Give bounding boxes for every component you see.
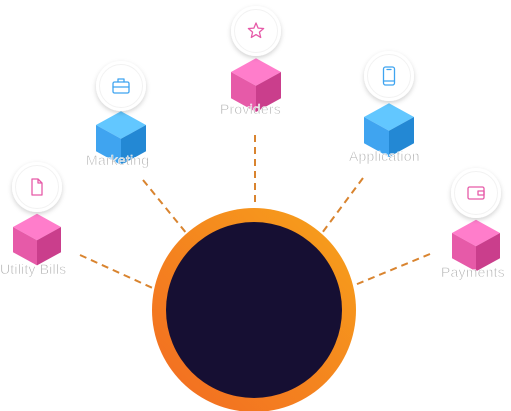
briefcase-icon [112,78,130,94]
node-label-application: Application [349,148,420,165]
connector-marketing [142,179,188,235]
wallet-icon [467,186,485,200]
node-label-providers: Providers [220,101,281,118]
node-providers [231,6,281,112]
node-marketing [96,61,146,165]
cube-payments [452,219,500,272]
mobile-phone-icon [382,66,396,86]
node-utility-bills [12,162,62,266]
node-label-payments: Payments [441,264,505,281]
node-payments [451,168,501,272]
connector-utility-bills [79,254,158,291]
nodes [12,6,501,272]
connectors [79,135,431,291]
hub-core [166,222,342,398]
node-label-utility-bills: Utility Bills [0,261,67,278]
document-icon [31,178,43,196]
badge-application [364,51,414,101]
cube-application [364,103,414,157]
node-application [364,51,414,157]
connector-payments [349,253,431,288]
node-label-marketing: Marketing [86,152,150,169]
badge-providers [231,6,281,56]
badge-marketing [96,61,146,111]
cube-utility-bills [13,213,61,266]
cube-providers [231,58,281,112]
cube-marketing [96,111,146,165]
central-hub [152,208,356,411]
badge-payments [451,168,501,218]
star-icon [247,22,265,39]
badge-utility-bills [12,162,62,212]
connector-application [321,177,364,234]
